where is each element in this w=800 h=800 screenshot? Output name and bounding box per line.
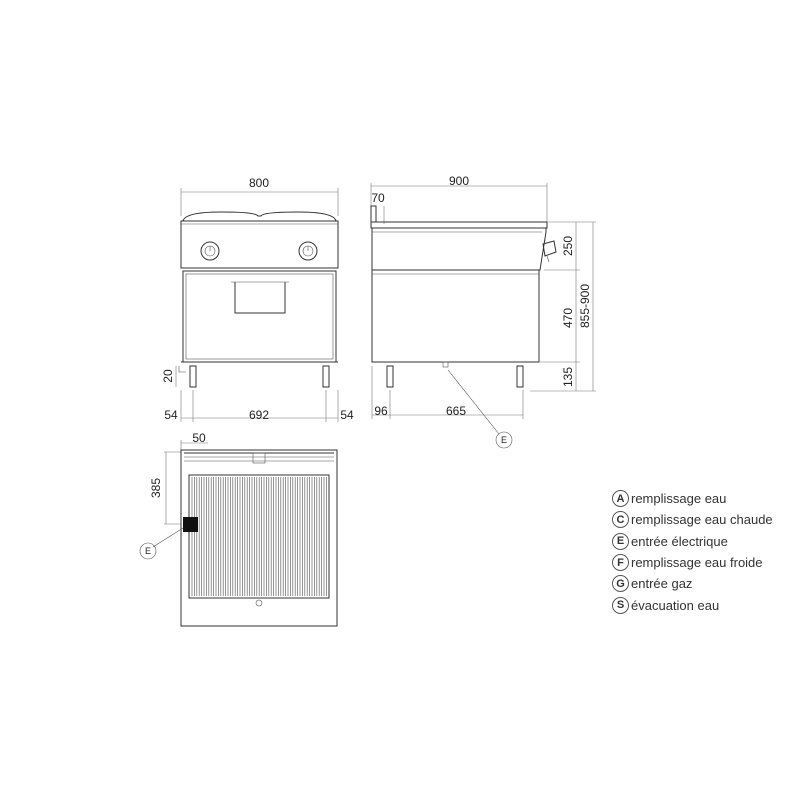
legend-label: entrée électrique	[631, 533, 728, 549]
legend-label: évacuation eau	[631, 597, 720, 613]
left-knob	[200, 241, 220, 261]
legend-label: remplissage eau froide	[631, 555, 763, 571]
side-e-marker	[495, 431, 513, 449]
side-foot-height-label: 135	[561, 367, 575, 387]
legend-key-badge: S	[612, 596, 629, 614]
legend-key-badge: G	[612, 575, 629, 593]
top-e-marker	[139, 542, 157, 560]
legend-label: entrée gaz	[631, 576, 693, 592]
legend-label: remplissage eau	[631, 491, 727, 507]
right-knob	[298, 241, 318, 261]
side-view: 900 70 250 470 135 855-900	[370, 174, 596, 449]
top-offset-y-label: 385	[149, 478, 163, 498]
side-body-height-label: 470	[561, 308, 575, 328]
front-view: 800 20 54 692 54	[161, 176, 354, 422]
front-right-offset-label: 54	[340, 408, 354, 422]
legend-key-badge: A	[612, 490, 629, 508]
side-top-offset-label: 70	[371, 191, 385, 205]
front-inner-width-label: 692	[249, 408, 269, 422]
top-offset-x-label: 50	[192, 431, 206, 445]
top-e-marker-label: E	[145, 546, 151, 556]
griddle-ribs	[191, 477, 327, 596]
legend-key-badge: F	[612, 554, 629, 572]
side-depth-label: 900	[449, 174, 469, 188]
electric-entry-square	[183, 517, 198, 532]
side-leg-span-label: 665	[446, 404, 466, 418]
front-foot-height-label: 20	[161, 369, 175, 383]
legend-label: remplissage eau chaude	[631, 512, 773, 528]
side-e-marker-label: E	[501, 435, 507, 445]
legend-key-badge: C	[612, 511, 629, 529]
legend-key-badge: E	[612, 532, 629, 550]
front-left-offset-label: 54	[164, 408, 178, 422]
side-total-height-label: 855-900	[578, 284, 592, 328]
drain-hole	[255, 599, 263, 607]
front-width-label: 800	[249, 176, 269, 190]
side-front-offset-label: 96	[374, 404, 388, 418]
side-top-height-label: 250	[561, 236, 575, 256]
top-view: 50 385 E	[139, 431, 338, 627]
